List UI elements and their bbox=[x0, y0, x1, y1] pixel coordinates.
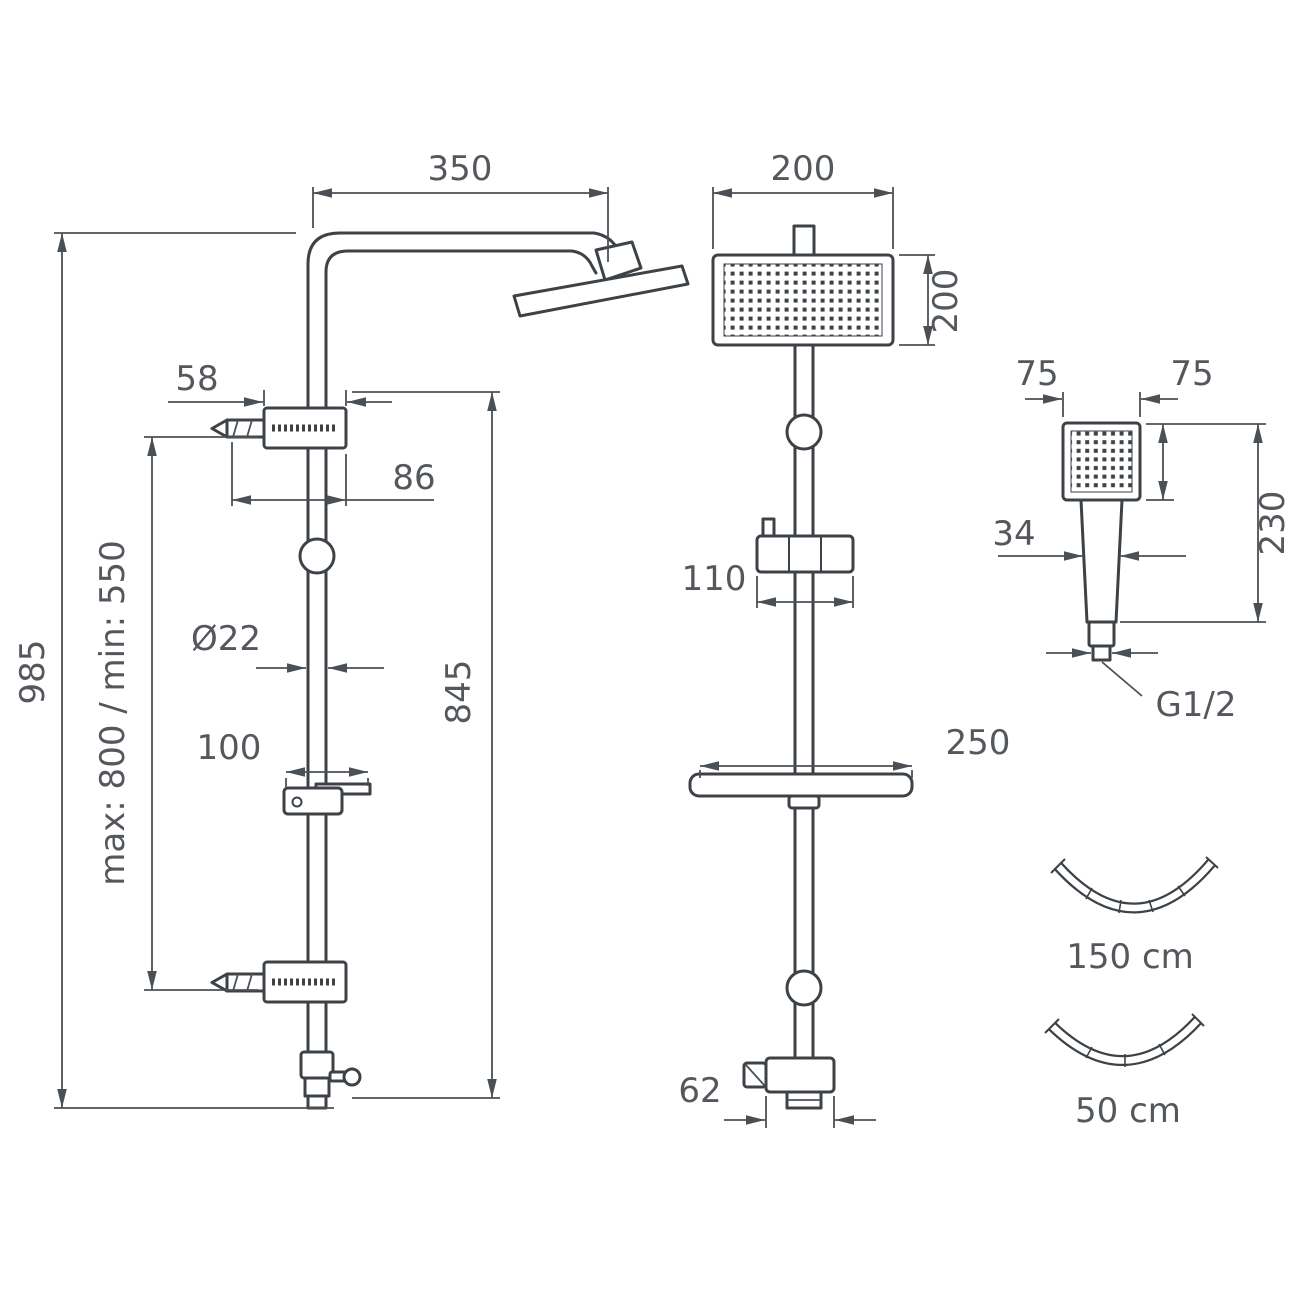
dim-slider-width: 110 bbox=[682, 559, 854, 608]
dim-rail-range: max: 800 / min: 550 bbox=[93, 436, 258, 991]
dim-hand-head-width-label: 75 bbox=[1015, 354, 1058, 394]
dim-arm-length-label: 350 bbox=[428, 149, 493, 189]
head-stub bbox=[792, 224, 816, 257]
shower-head-nozzles bbox=[723, 263, 883, 337]
side-valve-lever-knob bbox=[342, 1067, 362, 1087]
dim-bracket-offset-label: 58 bbox=[175, 359, 218, 399]
dim-pipe-diameter-label: Ø22 bbox=[191, 619, 261, 659]
dim-arm-length: 350 bbox=[312, 149, 609, 262]
side-ball-joint bbox=[298, 537, 336, 575]
dim-handle-width: 34 bbox=[992, 514, 1186, 561]
hand-shower-handle bbox=[1079, 498, 1124, 624]
dim-soap-dish-label: 100 bbox=[197, 728, 262, 768]
upper-anchor bbox=[225, 418, 266, 439]
hose-short-end-left bbox=[1044, 1018, 1060, 1034]
dim-pipe-diameter: Ø22 bbox=[191, 619, 384, 673]
dim-shelf-width-label: 250 bbox=[946, 723, 1011, 763]
side-pipe-inner bbox=[324, 249, 574, 1058]
soap-dish-screw bbox=[291, 796, 303, 808]
dim-hand-length: 230 bbox=[1120, 423, 1293, 623]
front-valve-body bbox=[764, 1056, 836, 1094]
dim-total-height-label: 985 bbox=[13, 640, 53, 705]
front-ball-joint-lower bbox=[785, 969, 823, 1007]
side-valve-body bbox=[299, 1050, 335, 1080]
hand-shower-thread-stub bbox=[1091, 644, 1112, 662]
dim-total-height: 985 bbox=[13, 232, 334, 1109]
lower-anchor bbox=[225, 972, 266, 993]
side-valve-lower bbox=[303, 1076, 331, 1098]
hose-long-label: 150 cm bbox=[1066, 937, 1194, 977]
hose-long: 150 cm bbox=[1050, 856, 1219, 977]
dim-column-height: 845 bbox=[352, 391, 500, 1099]
dim-head-width-label: 200 bbox=[771, 149, 836, 189]
dim-rail-range-label: max: 800 / min: 550 bbox=[93, 540, 133, 886]
shelf bbox=[688, 772, 914, 798]
side-pipe-outer bbox=[306, 231, 596, 1058]
lower-anchor-hatch bbox=[232, 973, 239, 992]
dim-shelf-width: 250 bbox=[699, 723, 1011, 778]
dim-hand-head-height-label: 75 bbox=[1170, 354, 1213, 394]
dim-column-height-label: 845 bbox=[439, 660, 479, 725]
shelf-clamp bbox=[787, 794, 821, 810]
hand-shower-connector bbox=[1087, 620, 1116, 648]
dim-valve-width-label: 62 bbox=[678, 1071, 721, 1111]
dim-valve-width: 62 bbox=[678, 1071, 876, 1128]
shower-head-side bbox=[512, 264, 690, 318]
side-view: 350 985 58 86 bbox=[13, 149, 690, 1110]
dim-soap-dish: 100 bbox=[197, 728, 369, 790]
front-ball-joint-upper bbox=[785, 413, 823, 451]
dim-hand-head-height: 75 bbox=[1146, 354, 1214, 501]
dim-bracket-offset: 58 bbox=[168, 359, 392, 407]
upper-anchor-hatch bbox=[232, 419, 239, 438]
hand-shower-view: 75 75 230 34 G1/2 bbox=[992, 354, 1293, 725]
dim-handle-width-label: 34 bbox=[992, 514, 1035, 554]
dim-bracket-width: 86 bbox=[231, 442, 436, 506]
hose-short: 50 cm bbox=[1044, 1013, 1205, 1131]
front-view: 200 200 110 250 62 bbox=[678, 149, 1010, 1128]
dim-thread-label: G1/2 bbox=[1155, 685, 1236, 725]
lower-anchor-hatch bbox=[246, 973, 253, 992]
dim-head-height: 200 bbox=[899, 254, 966, 346]
dim-thread: G1/2 bbox=[1046, 648, 1237, 725]
soap-dish-bracket bbox=[282, 786, 344, 816]
hose-short-label: 50 cm bbox=[1075, 1091, 1181, 1131]
hand-shower-nozzles bbox=[1070, 430, 1133, 493]
dim-head-width: 200 bbox=[712, 149, 894, 249]
lower-anchor-tip bbox=[210, 972, 229, 993]
hose-long-end-right bbox=[1205, 856, 1219, 869]
dim-slider-width-label: 110 bbox=[682, 559, 747, 599]
dim-head-height-label: 200 bbox=[926, 269, 966, 334]
dim-bracket-width-label: 86 bbox=[392, 458, 435, 498]
dim-hand-head-width: 75 bbox=[1015, 354, 1178, 417]
side-valve-outlet bbox=[306, 1094, 328, 1110]
slider-knob bbox=[761, 517, 776, 539]
hose-short-end-right bbox=[1191, 1013, 1205, 1027]
dim-hand-length-label: 230 bbox=[1253, 491, 1293, 556]
hose-long-end-left bbox=[1050, 858, 1066, 874]
upper-anchor-tip bbox=[210, 418, 229, 439]
upper-anchor-hatch bbox=[246, 419, 253, 438]
front-valve-handle-detail bbox=[745, 1064, 765, 1086]
slider-bracket bbox=[755, 534, 855, 574]
arm-end-inner bbox=[570, 249, 598, 275]
